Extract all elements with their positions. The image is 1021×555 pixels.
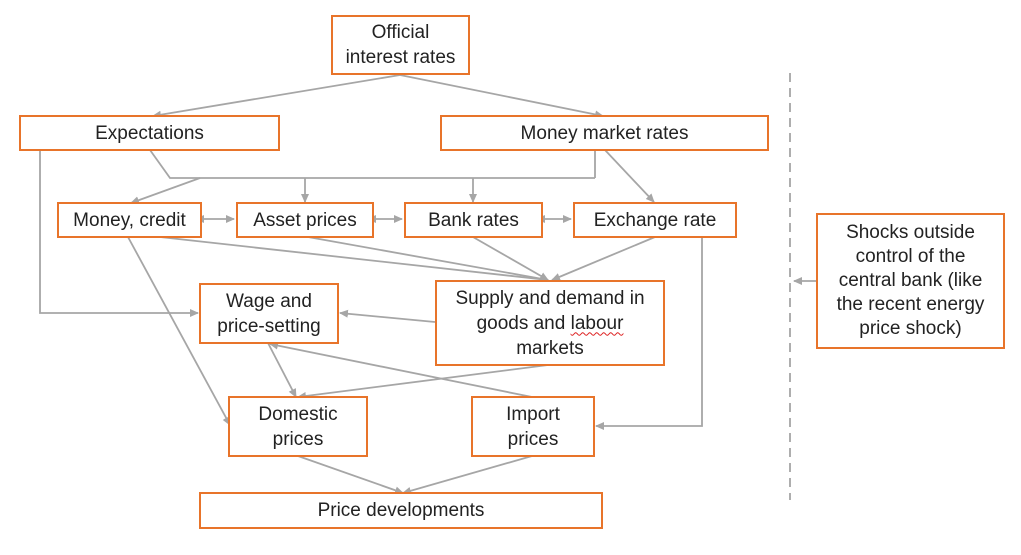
node-official-interest-rates: Official interest rates <box>331 15 470 75</box>
node-label: prices <box>272 428 324 450</box>
arrow-supply-to-wage <box>339 309 436 323</box>
node-label: Wage and <box>226 290 312 312</box>
node-label: Supply and demand in <box>455 287 645 309</box>
node-domestic-prices: Domestic prices <box>228 396 368 457</box>
node-wage-and-price-setting: Wage and price-setting <box>199 283 339 344</box>
node-label: control of the <box>855 246 966 267</box>
node-label: the recent energy <box>836 294 985 315</box>
node-label: labour <box>570 312 624 334</box>
arrow-domestic-to-price-dev <box>297 455 404 495</box>
node-label-line2: goods and labour <box>455 311 644 336</box>
node-label: Expectations <box>95 122 204 144</box>
arrow-supply-to-domestic <box>297 364 549 400</box>
node-label: price-setting <box>217 315 321 337</box>
arrow-import-to-price-dev <box>402 455 533 495</box>
node-label: Import <box>506 403 560 425</box>
node-shocks-outside-control: Shocks outside control of the central ba… <box>816 213 1005 349</box>
arrow-bus-to-money-credit <box>130 177 201 205</box>
arrow-exchange-to-supply <box>551 236 656 281</box>
arrow-import-to-wage <box>269 341 533 398</box>
arrow-wage-to-domestic <box>267 342 297 398</box>
node-label: goods and <box>476 312 571 334</box>
node-label: interest rates <box>345 47 456 68</box>
node-label: central bank (like <box>838 270 983 291</box>
node-label: Bank rates <box>428 209 519 231</box>
node-money-credit: Money, credit <box>57 202 202 238</box>
node-label: Price developments <box>317 500 485 521</box>
node-label: price shock) <box>859 318 962 339</box>
node-label: Official <box>371 22 430 43</box>
arrow-expectations-to-wage <box>39 150 199 317</box>
node-label: prices <box>507 428 559 450</box>
node-price-developments: Price developments <box>199 492 603 529</box>
arrow-money-market-to-exchange <box>604 149 655 203</box>
node-label: Domestic <box>258 403 338 425</box>
node-label: Exchange rate <box>593 209 717 231</box>
arrow-official-to-money-market <box>399 74 604 119</box>
arrow-asset-prices-to-supply <box>307 236 549 283</box>
node-bank-rates: Bank rates <box>404 202 543 238</box>
arrow-official-to-expectations <box>152 74 401 119</box>
node-expectations: Expectations <box>19 115 280 151</box>
node-label: Shocks outside <box>846 222 975 243</box>
node-label: Money, credit <box>73 209 186 231</box>
node-label: Money market rates <box>520 122 689 144</box>
arrow-bank-rates-to-supply <box>472 236 549 281</box>
connector-expectations-bus <box>149 149 595 179</box>
arrow-exchange-to-import <box>595 237 703 430</box>
node-supply-and-demand: Supply and demand in goods and labour ma… <box>435 280 665 366</box>
node-label: markets <box>516 337 584 359</box>
node-import-prices: Import prices <box>471 396 595 457</box>
node-exchange-rate: Exchange rate <box>573 202 737 238</box>
node-money-market-rates: Money market rates <box>440 115 769 151</box>
arrow-money-credit-to-supply <box>159 236 549 284</box>
node-asset-prices: Asset prices <box>236 202 374 238</box>
node-label: Asset prices <box>253 209 357 231</box>
arrow-money-credit-to-domestic <box>127 236 231 426</box>
